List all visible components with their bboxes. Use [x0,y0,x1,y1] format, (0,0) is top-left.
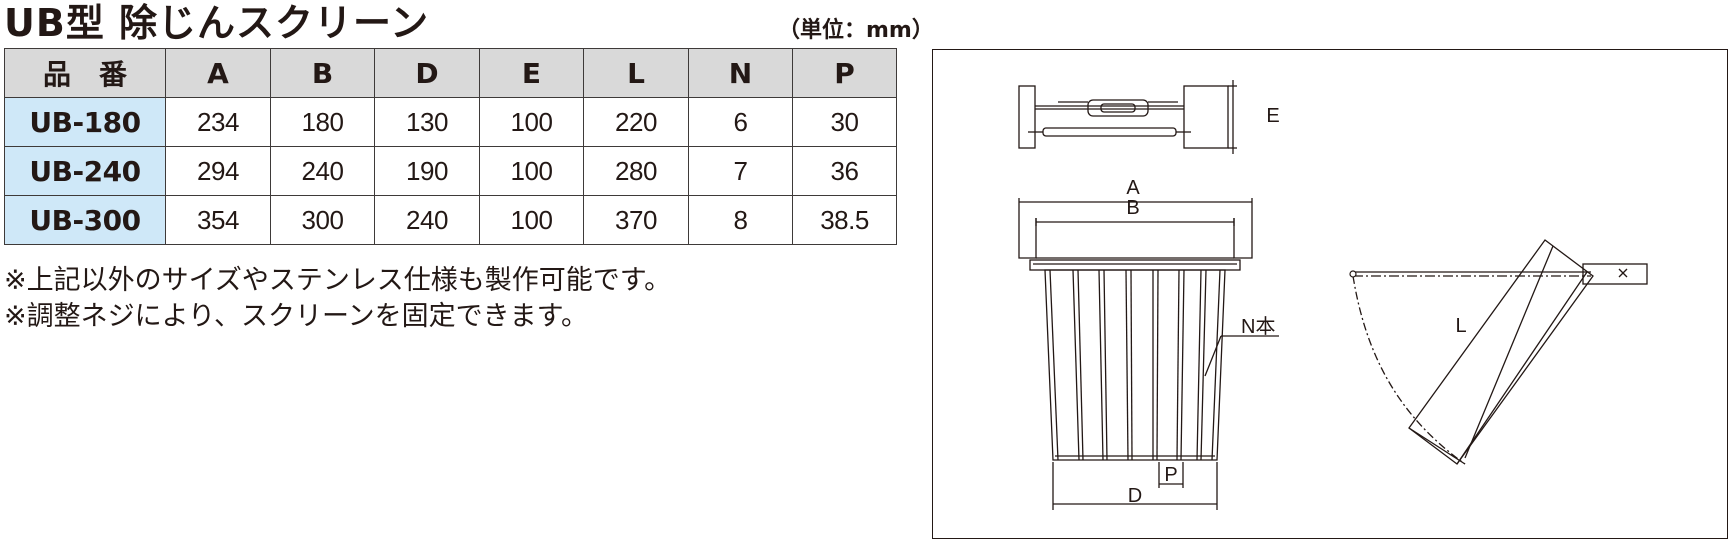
cell-d: 190 [374,146,480,196]
header-l: L [583,48,689,98]
cell-model: UB-300 [4,195,166,245]
cell-e: 100 [479,97,584,147]
cell-p: 30 [792,97,897,147]
cell-b: 180 [270,97,375,147]
table-row: UB-300 354 300 240 100 370 8 38.5 [4,195,897,245]
header-model: 品 番 [4,48,166,98]
unit-label: （単位：mm） [778,18,934,43]
label-p: P [1164,464,1177,486]
cell-a: 234 [165,97,271,147]
table-row: UB-240 294 240 190 100 280 7 36 [4,146,897,196]
cell-l: 280 [583,146,689,196]
note-2: ※調整ネジにより、スクリーンを固定できます。 [4,301,588,332]
cell-a: 354 [165,195,271,245]
cell-p: 38.5 [792,195,897,245]
header-n: N [688,48,793,98]
cell-e: 100 [479,146,584,196]
header-b: B [270,48,375,98]
label-d: D [1128,485,1142,507]
cell-n: 6 [688,97,793,147]
header-d: D [374,48,480,98]
cell-n: 7 [688,146,793,196]
side-view [1352,239,1648,465]
table-row: UB-180 234 180 130 100 220 6 30 [4,97,897,147]
note-1: ※上記以外のサイズやステンレス仕様も製作可能です。 [4,265,672,296]
header-p: P [792,48,897,98]
header-e: E [479,48,584,98]
cell-l: 220 [583,97,689,147]
label-e: E [1266,105,1279,127]
cell-a: 294 [165,146,271,196]
header-a: A [165,48,271,98]
front-view [1018,198,1279,510]
label-n: N本 [1241,315,1275,338]
cell-n: 8 [688,195,793,245]
cell-model: UB-180 [4,97,166,147]
spec-table: 品 番 A B D E L N P UB-180 234 180 130 100… [4,48,897,245]
screen-diagram: E A B N本 P D L [932,49,1728,539]
cell-b: 240 [270,146,375,196]
label-b: B [1126,197,1139,219]
label-a: A [1126,177,1140,199]
cell-d: 130 [374,97,480,147]
cell-e: 100 [479,195,584,245]
cell-b: 300 [270,195,375,245]
diagram-svg: E A B N本 P D L [1018,80,1648,510]
cell-model: UB-240 [4,146,166,196]
page-title: UB型 除じんスクリーン [4,1,430,45]
label-l: L [1455,315,1466,337]
table-header-row: 品 番 A B D E L N P [4,48,897,98]
cell-p: 36 [792,146,897,196]
cell-l: 370 [583,195,689,245]
cell-d: 240 [374,195,480,245]
top-view [1018,80,1237,154]
